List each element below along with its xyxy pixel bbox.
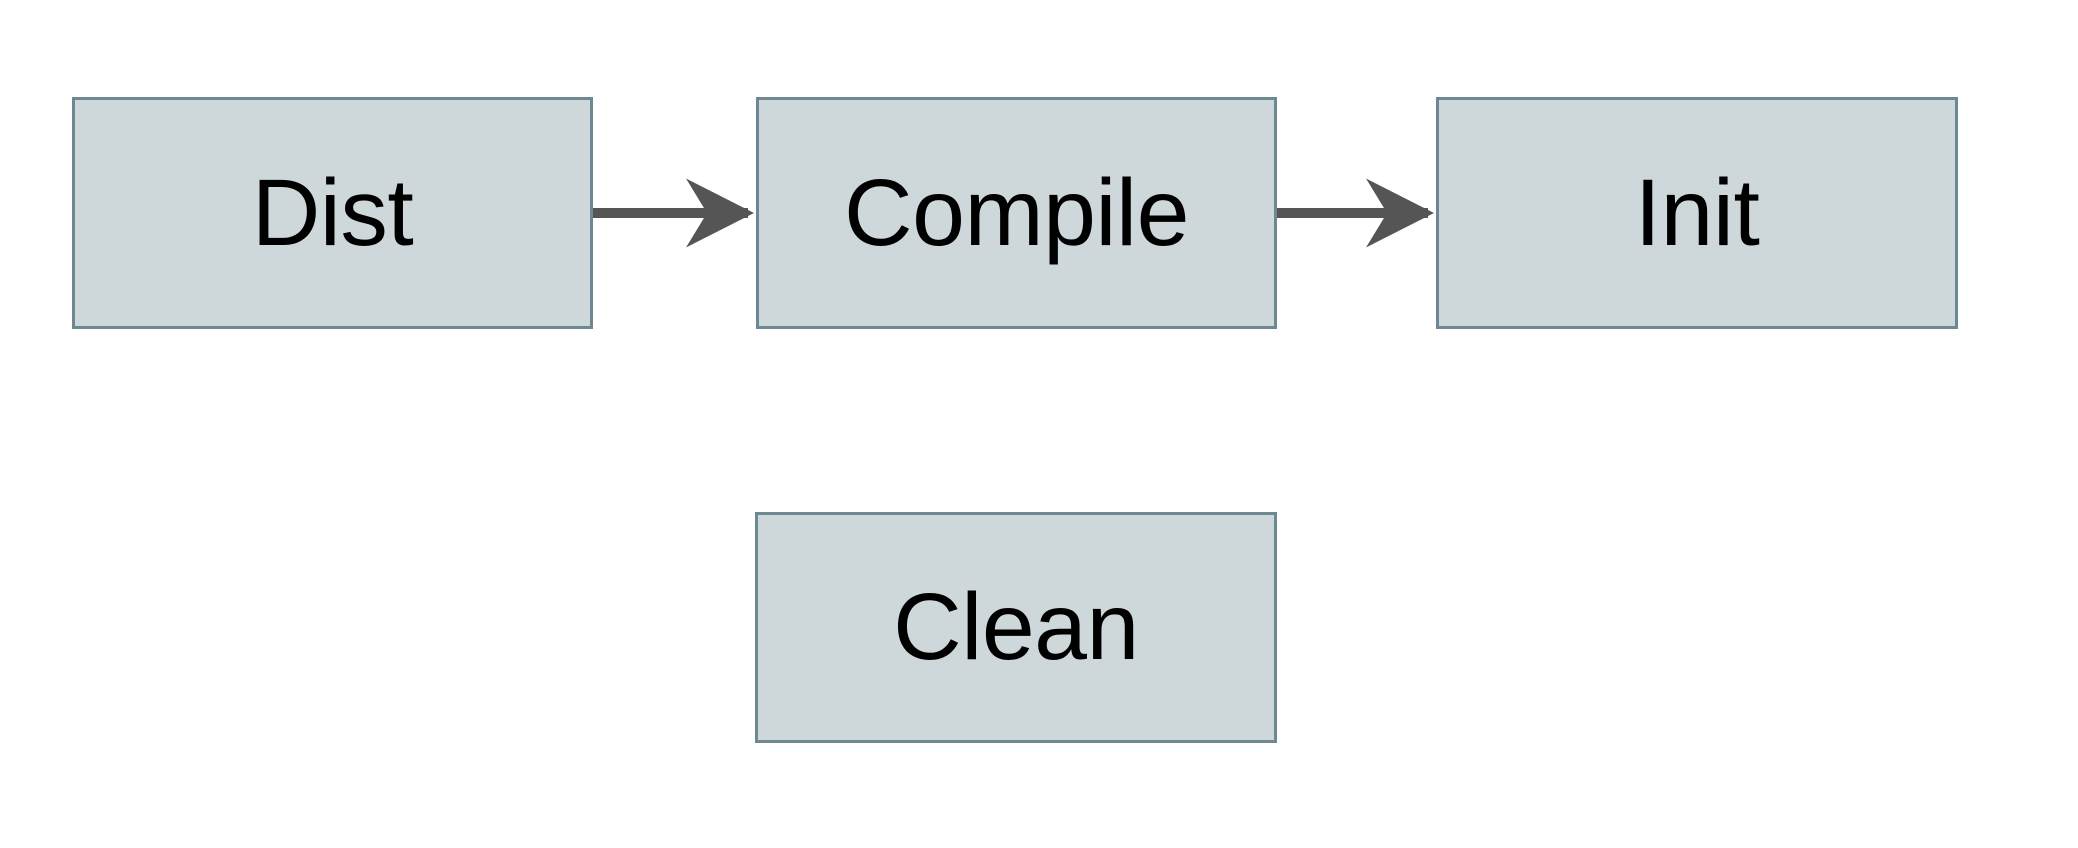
diagram-node-init[interactable]: Init — [1436, 97, 1958, 329]
diagram-node-clean[interactable]: Clean — [755, 512, 1277, 743]
diagram-node-label: Clean — [893, 574, 1139, 680]
diagram-node-label: Compile — [844, 159, 1189, 266]
diagram-node-dist[interactable]: Dist — [72, 97, 593, 329]
diagram-node-compile[interactable]: Compile — [756, 97, 1277, 329]
diagram-node-label: Init — [1634, 159, 1760, 266]
diagram-node-label: Dist — [251, 159, 414, 266]
